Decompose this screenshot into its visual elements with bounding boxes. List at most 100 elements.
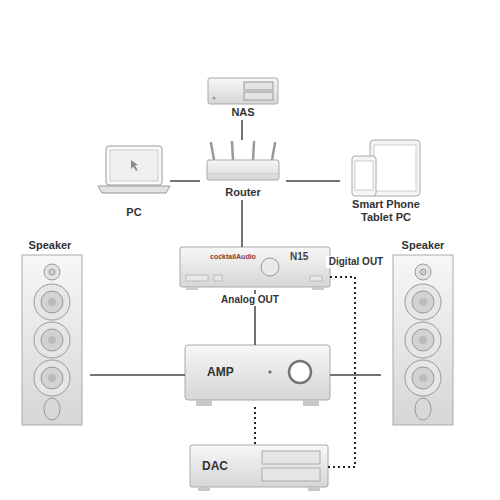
node-sublabel: N15 (290, 250, 326, 263)
node-label: Smart Phone Tablet PC (340, 198, 432, 224)
device-foot (186, 287, 198, 290)
speaker-woofer (405, 284, 441, 320)
speaker-woofer (34, 360, 70, 396)
speaker-woofer (34, 284, 70, 320)
streamer-node: cocktailAudio N15 (180, 247, 330, 290)
node-label: Speaker (381, 239, 465, 252)
speaker-cone (412, 291, 434, 313)
speaker-woofer (34, 322, 70, 358)
device-foot (312, 287, 324, 290)
amplifier-icon (185, 345, 330, 406)
streamer-icon (180, 247, 330, 290)
dac-node: DAC (190, 445, 328, 491)
speaker-cap (48, 336, 56, 344)
speaker-cone (41, 367, 63, 389)
speaker-cabinet (393, 255, 453, 425)
phone-body (352, 156, 376, 196)
nas-bay (244, 82, 273, 90)
router-antenna (272, 143, 275, 160)
amplifier-led (268, 370, 271, 373)
node-label: DAC (202, 460, 252, 473)
dotted-connector (328, 277, 355, 467)
speaker-tweeter-dome (420, 269, 426, 275)
node-label: cocktailAudio (210, 250, 270, 263)
laptop-icon (98, 146, 170, 193)
speaker-cone (41, 291, 63, 313)
speaker-tweeter-dome (49, 269, 55, 275)
speaker-cap (419, 374, 427, 382)
speaker-cone (412, 367, 434, 389)
streamer-knob (261, 258, 279, 276)
device-foot (308, 487, 320, 491)
connector-line (241, 200, 243, 247)
speaker-icon (393, 255, 453, 425)
laptop-screen (106, 146, 162, 185)
mouse-cursor (131, 160, 138, 171)
streamer-port (214, 275, 222, 281)
device-foot (198, 487, 210, 491)
device-foot (303, 400, 319, 406)
speaker-cap (419, 336, 427, 344)
connector-line (90, 374, 185, 376)
speaker-node: Speaker (10, 237, 90, 427)
amplifier-knob (289, 361, 311, 383)
edge-label: Analog OUT (210, 294, 290, 306)
router-node: Router (200, 140, 286, 200)
streamer-button (310, 276, 322, 281)
dac-body (190, 445, 328, 487)
mobile-devices-icon (352, 140, 420, 196)
device-foot (196, 400, 212, 406)
dac-slot (262, 451, 320, 464)
router-antenna (211, 143, 214, 160)
nas-body (208, 78, 278, 104)
tablet-screen (374, 145, 416, 191)
speaker-tweeter (415, 264, 431, 280)
laptop-base (98, 186, 170, 193)
nas-bay (244, 92, 273, 100)
connector-line (286, 180, 340, 182)
connector-line (330, 374, 381, 376)
node-label: AMP (207, 366, 267, 379)
streamer-port (186, 275, 208, 281)
nas-node: NAS (200, 74, 286, 120)
node-label: PC (98, 206, 170, 219)
edge-label: Digital OUT (326, 256, 386, 268)
node-label: Router (200, 186, 286, 199)
router-body (207, 160, 279, 180)
pc-node: PC (98, 142, 170, 220)
router-antenna (232, 142, 233, 160)
node-label: Speaker (10, 239, 90, 252)
tablet-body (370, 140, 420, 196)
connector-line (241, 120, 243, 140)
nas-icon (208, 78, 278, 104)
connector-line (170, 180, 200, 182)
dac-icon (190, 445, 328, 491)
speaker-port (415, 398, 431, 420)
speaker-tweeter (44, 264, 60, 280)
speaker-woofer (405, 322, 441, 358)
speaker-cone (41, 329, 63, 351)
streamer-body (180, 247, 330, 287)
router-icon (207, 142, 279, 180)
node-label: NAS (200, 106, 286, 119)
speaker-cap (48, 374, 56, 382)
dotted-connector (254, 407, 256, 445)
speaker-cap (48, 298, 56, 306)
nas-led (213, 97, 216, 100)
speaker-cap (419, 298, 427, 306)
speaker-icon (22, 255, 82, 425)
speaker-port (44, 398, 60, 420)
phone-screen (355, 161, 373, 190)
amplifier-node: AMP (185, 345, 330, 407)
dac-slot (262, 468, 320, 481)
speaker-node: Speaker (381, 237, 465, 427)
speaker-woofer (405, 360, 441, 396)
laptop-display (110, 150, 158, 181)
speaker-cabinet (22, 255, 82, 425)
speaker-cone (412, 329, 434, 351)
mobile-node: Smart Phone Tablet PC (340, 138, 432, 222)
router-antenna (253, 142, 254, 160)
amplifier-body (185, 345, 330, 400)
router-trim (207, 174, 279, 175)
